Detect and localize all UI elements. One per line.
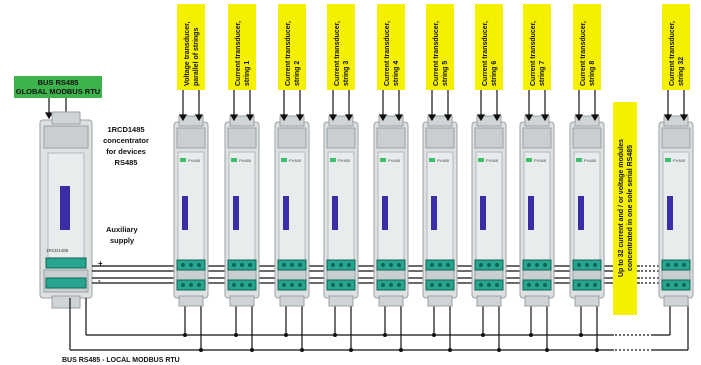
svg-text:supply: supply [110,236,135,245]
plus-sign: + [98,259,103,268]
svg-text:Up to 32 current and / or volt: Up to 32 current and / or voltage module… [618,139,625,277]
global-bus-label: BUS RS485 GLOBAL MODBUS RTU [14,76,102,98]
transducer-arrows [279,90,305,122]
module-marking: PV485 [673,158,686,163]
module-marking: PV485 [338,158,351,163]
svg-text:string 32: string 32 [678,57,685,86]
transducer-module-string-3: PV485 [323,115,359,307]
svg-text:string 3: string 3 [343,61,350,86]
module-marking: PV485 [289,158,302,163]
transducer-arrows [378,90,404,122]
transducer-labels: Voltage transducer,parallel of strings Cu… [177,4,690,122]
svg-text:string 4: string 4 [393,61,400,86]
svg-text:Current transducer,: Current transducer, [384,21,391,86]
transducer-module-string-6: PV485 [471,115,507,307]
transducer-label-string-32: Current transducer,string 32 [662,4,690,90]
transducer-label-voltage: Voltage transducer,parallel of strings [177,4,205,90]
local-bus-label: BUS RS485 - LOCAL MODBUS RTU [62,357,180,364]
transducer-label-string-5: Current transducer,string 5 [426,4,454,90]
svg-text:1RCD1485: 1RCD1485 [107,125,144,134]
svg-text:Current transducer,: Current transducer, [285,21,292,86]
global-bus-line1: BUS RS485 [38,78,79,87]
svg-text:Current transducer,: Current transducer, [334,21,341,86]
minus-sign: - [98,276,101,285]
concentrator-label: 1RCD1485 concentrator for devices RS485 [103,125,149,167]
module-marking: PV485 [239,158,252,163]
module-marking: PV485 [584,158,597,163]
transducer-label-string-6: Current transducer,string 6 [475,4,503,90]
transducer-arrows [663,90,689,122]
transducer-module-string-4: PV485 [373,115,409,307]
concentrator-marking: 1RCD1485 [46,248,69,253]
transducer-module-string-5: PV485 [422,115,458,307]
svg-text:string 8: string 8 [589,61,596,86]
svg-text:string 2: string 2 [294,61,301,86]
transducer-module-string-1: PV485 [224,115,260,307]
svg-text:Voltage transducer,: Voltage transducer, [184,21,191,86]
module-marking: PV485 [534,158,547,163]
transducer-module-string-32: PV485 [658,115,694,307]
svg-text:string 6: string 6 [491,61,498,86]
transducer-arrows [476,90,502,122]
concentrator-module: 1RCD1485 [39,111,93,309]
svg-text:RS485: RS485 [115,158,138,167]
svg-text:Current transducer,: Current transducer, [433,21,440,86]
transducer-label-string-1: Current transducer,string 1 [228,4,256,90]
svg-text:string 7: string 7 [539,61,546,86]
transducer-arrows [328,90,354,122]
transducer-modules: PV485 PV485 PV485 PV485 PV485 PV485 PV485 PV485… [173,115,694,307]
transducer-label-string-2: Current transducer,string 2 [278,4,306,90]
transducer-arrows [524,90,550,122]
transducer-arrows [427,90,453,122]
module-marking: PV485 [437,158,450,163]
module-marking: PV485 [486,158,499,163]
transducer-arrows [574,90,600,122]
svg-text:concentrator: concentrator [103,136,149,145]
transducer-module-voltage: PV485 [173,115,209,307]
module-marking: PV485 [388,158,401,163]
svg-text:Current transducer,: Current transducer, [669,21,676,86]
transducer-arrows [229,90,255,122]
svg-text:Current transducer,: Current transducer, [482,21,489,86]
global-bus-line2: GLOBAL MODBUS RTU [16,87,100,96]
svg-text:Current transducer,: Current transducer, [235,21,242,86]
svg-text:for devices: for devices [106,147,146,156]
transducer-arrows [178,90,204,122]
svg-text:concentrated in one sole seria: concentrated in one sole serial RS485 [627,145,634,271]
transducer-label-string-3: Current transducer,string 3 [327,4,355,90]
transducer-label-string-8: Current transducer,string 8 [573,4,601,90]
transducer-module-string-2: PV485 [274,115,310,307]
svg-text:Current transducer,: Current transducer, [530,21,537,86]
svg-text:parallel of strings: parallel of strings [193,28,200,86]
transducer-module-string-8: PV485 [569,115,605,307]
auxiliary-supply-label: Auxiliary supply + - [98,225,139,285]
transducer-label-string-7: Current transducer,string 7 [523,4,551,90]
transducer-module-string-7: PV485 [519,115,555,307]
module-marking: PV485 [188,158,201,163]
svg-text:Auxiliary: Auxiliary [106,225,139,234]
svg-text:Current transducer,: Current transducer, [580,21,587,86]
svg-text:string 5: string 5 [442,61,449,86]
transducer-label-string-4: Current transducer,string 4 [377,4,405,90]
svg-text:string 1: string 1 [244,61,251,86]
capacity-note: Up to 32 current and / or voltage module… [613,102,637,315]
